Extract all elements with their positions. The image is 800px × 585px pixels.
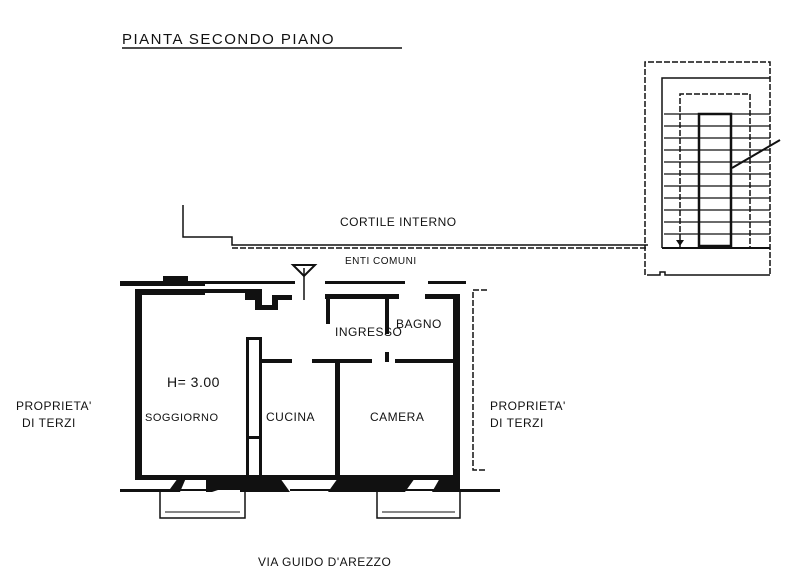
staircase bbox=[644, 61, 781, 276]
room-label-ingresso: INGRESSO bbox=[335, 325, 402, 339]
balconies bbox=[159, 492, 461, 519]
vent-symbol bbox=[290, 264, 318, 300]
courtyard-label: CORTILE INTERNO bbox=[340, 215, 457, 229]
common-areas-label: ENTI COMUNI bbox=[345, 256, 417, 267]
neighbour-boundary bbox=[472, 289, 487, 471]
courtyard-boundary bbox=[182, 205, 648, 249]
room-label-camera: CAMERA bbox=[370, 410, 424, 424]
third-party-right-line1: PROPRIETA' bbox=[490, 399, 566, 413]
room-label-cucina: CUCINA bbox=[266, 410, 315, 424]
third-party-right-line2: DI TERZI bbox=[490, 416, 544, 430]
third-party-left-line1: PROPRIETA' bbox=[16, 399, 92, 413]
third-party-left-line2: DI TERZI bbox=[22, 416, 76, 430]
street-label: VIA GUIDO D'AREZZO bbox=[258, 555, 391, 569]
plan-title: PIANTA SECONDO PIANO bbox=[122, 31, 335, 48]
room-label-bagno: BAGNO bbox=[396, 317, 442, 331]
walls bbox=[120, 276, 500, 492]
room-label-soggiorno: SOGGIORNO bbox=[145, 412, 219, 424]
ceiling-height-label: H= 3.00 bbox=[167, 374, 220, 390]
